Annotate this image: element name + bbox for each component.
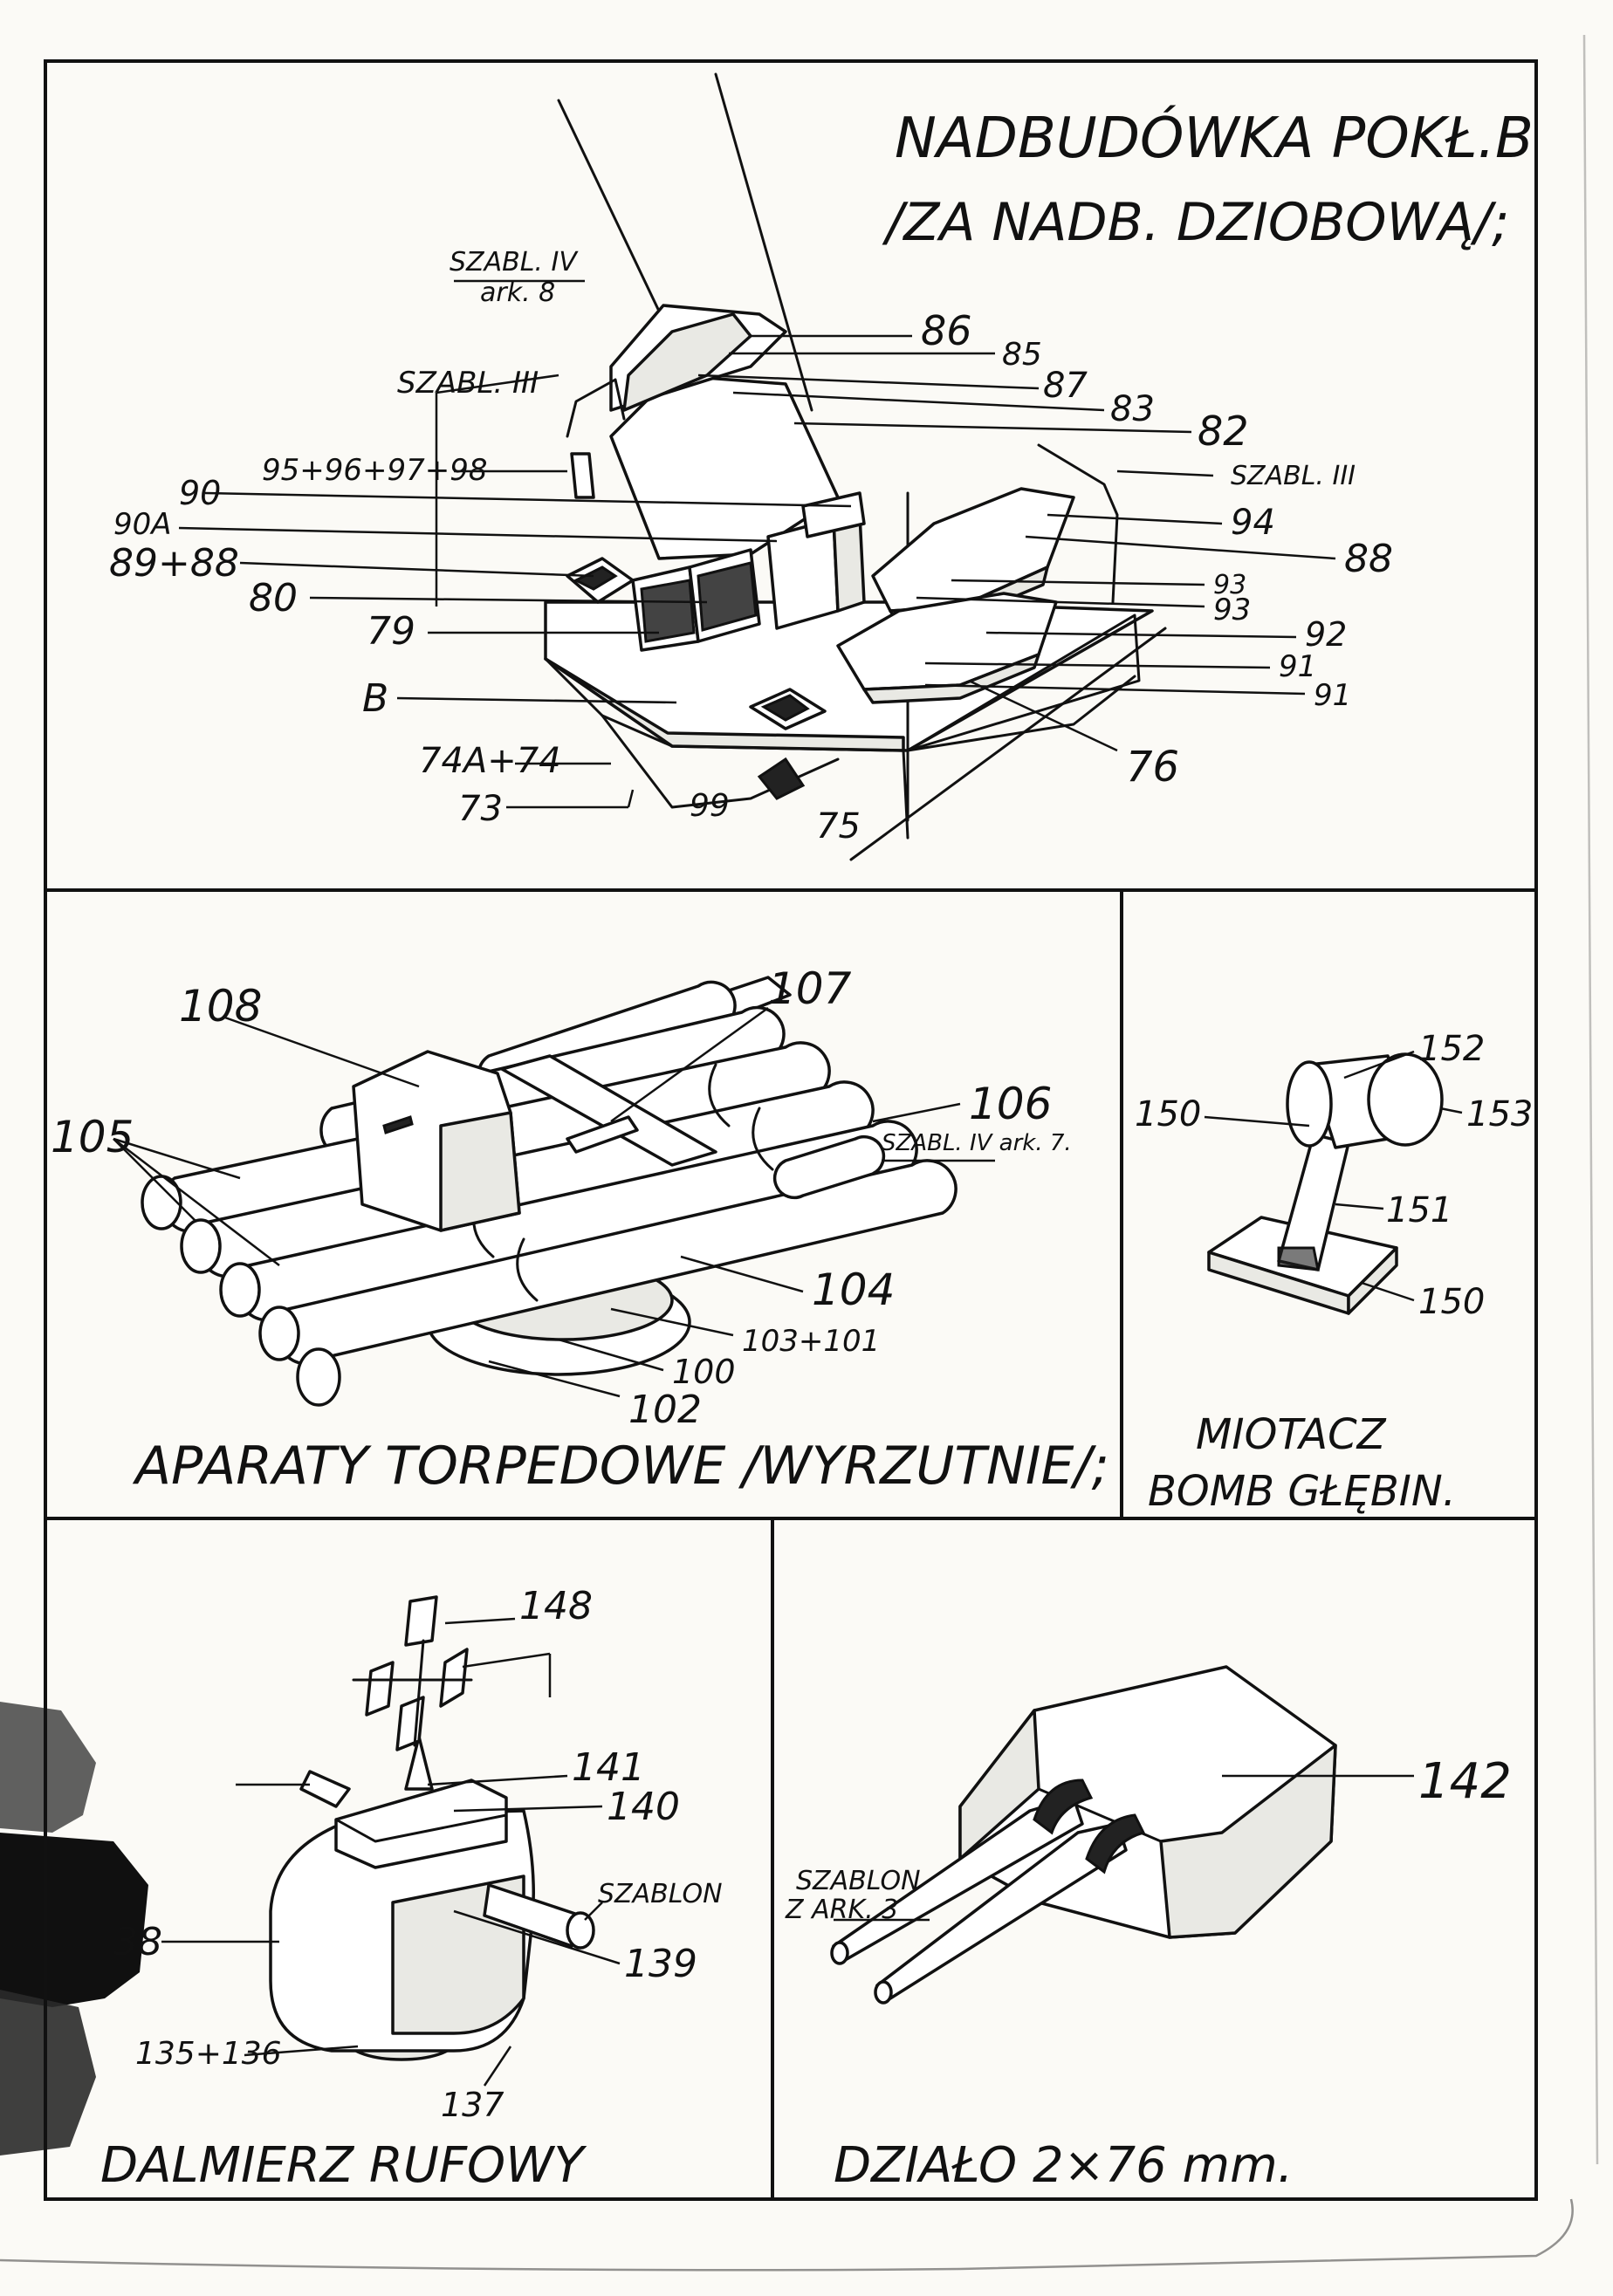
rangefinder-vanes — [352, 1595, 473, 1751]
torpedo-caption: APARATY TORPEDOWE /WYRZUTNIE/; — [132, 1436, 1109, 1497]
label-79: 79 — [367, 609, 415, 654]
label-137: 137 — [441, 2086, 504, 2124]
label-107: 107 — [768, 963, 852, 1014]
label-90a: 90A — [113, 507, 172, 542]
panel-frames — [44, 59, 1538, 2201]
paper-edge — [0, 2198, 1574, 2272]
label-100: 100 — [672, 1353, 736, 1391]
label-91-b: 91 — [1314, 678, 1351, 713]
gun-panel: 142 SZABLON Z ARK. 3 DZIAŁO 2×76 mm. — [785, 1665, 1512, 2194]
label-104: 104 — [812, 1265, 895, 1315]
label-108: 108 — [179, 981, 262, 1031]
label-105: 105 — [51, 1112, 134, 1162]
label-95-98: 95+96+97+98 — [262, 453, 488, 488]
label-73: 73 — [458, 789, 503, 829]
label-89-88: 89+88 — [109, 541, 239, 586]
label-103-101: 103+101 — [742, 1324, 880, 1359]
label-90: 90 — [179, 474, 221, 512]
label-86: 86 — [921, 307, 972, 354]
label-91-a: 91 — [1279, 649, 1316, 684]
label-152: 152 — [1418, 1029, 1485, 1069]
label-93-b: 93 — [1213, 593, 1251, 627]
depth-charge-panel: 152 153 150 151 150 MIOTACZ BOMB GŁĘBIN. — [1135, 1029, 1533, 1516]
label-szablon-rangefinder: SZABLON — [598, 1879, 723, 1909]
label-135-136: 135+136 — [135, 2036, 282, 2072]
label-ark-8: ark. 8 — [480, 278, 555, 308]
label-szabl-iv: SZABL. IV — [450, 247, 579, 278]
label-85: 85 — [1002, 337, 1042, 373]
rangefinder-panel: 148 141 140 38 139 SZABLON 135+136 137 D… — [100, 1584, 723, 2194]
superstructure-panel: NADBUDÓWKA POKŁ.B /ZA NADB. DZIOBOWĄ/; — [109, 72, 1534, 861]
label-38: 38 — [113, 1920, 162, 1964]
label-139: 139 — [624, 1942, 697, 1986]
label-74a-74: 74A+74 — [419, 741, 561, 781]
label-140: 140 — [607, 1785, 680, 1829]
label-92: 92 — [1305, 615, 1347, 654]
rangefinder-caption: DALMIERZ RUFOWY — [100, 2137, 587, 2194]
label-150-a: 150 — [1135, 1094, 1201, 1134]
ink-blotch — [0, 1702, 148, 2155]
label-93-a: 93 — [1213, 570, 1246, 600]
depth-charge-caption-2: BOMB GŁĘBIN. — [1148, 1467, 1456, 1516]
label-b: B — [362, 676, 388, 721]
label-88: 88 — [1344, 537, 1393, 581]
label-szabl-iii-right: SZABL. III — [1231, 461, 1356, 491]
superstructure-subtitle: /ZA NADB. DZIOBOWĄ/; — [882, 192, 1509, 253]
label-75: 75 — [816, 806, 861, 846]
label-83: 83 — [1110, 389, 1155, 429]
label-87: 87 — [1043, 366, 1088, 406]
label-148: 148 — [519, 1584, 593, 1628]
label-141: 141 — [572, 1745, 645, 1790]
superstructure-title: NADBUDÓWKA POKŁ.B — [895, 105, 1534, 171]
gun-caption: DZIAŁO 2×76 mm. — [834, 2137, 1293, 2194]
depth-charge-caption-1: MIOTACZ — [1196, 1410, 1387, 1459]
label-z-ark-3: Z ARK. 3 — [785, 1895, 898, 1925]
label-szabl-iv-ark-7: SZABL. IV ark. 7. — [882, 1130, 1072, 1156]
label-151: 151 — [1386, 1190, 1452, 1230]
label-153: 153 — [1466, 1094, 1533, 1134]
label-150-b: 150 — [1418, 1282, 1485, 1322]
label-142: 142 — [1418, 1753, 1512, 1810]
label-szabl-iii-left: SZABL. III — [397, 366, 539, 401]
label-76: 76 — [1126, 743, 1179, 792]
label-106: 106 — [969, 1079, 1052, 1129]
label-94: 94 — [1231, 503, 1275, 543]
label-99: 99 — [690, 788, 730, 824]
label-80: 80 — [249, 576, 298, 620]
label-szablon-gun: SZABLON — [796, 1866, 921, 1896]
paper-fold — [1582, 34, 1599, 2165]
torpedo-panel: 108 107 106 105 104 103+101 100 102 SZAB… — [51, 963, 1109, 1497]
label-102: 102 — [628, 1388, 702, 1432]
label-82: 82 — [1198, 408, 1249, 455]
